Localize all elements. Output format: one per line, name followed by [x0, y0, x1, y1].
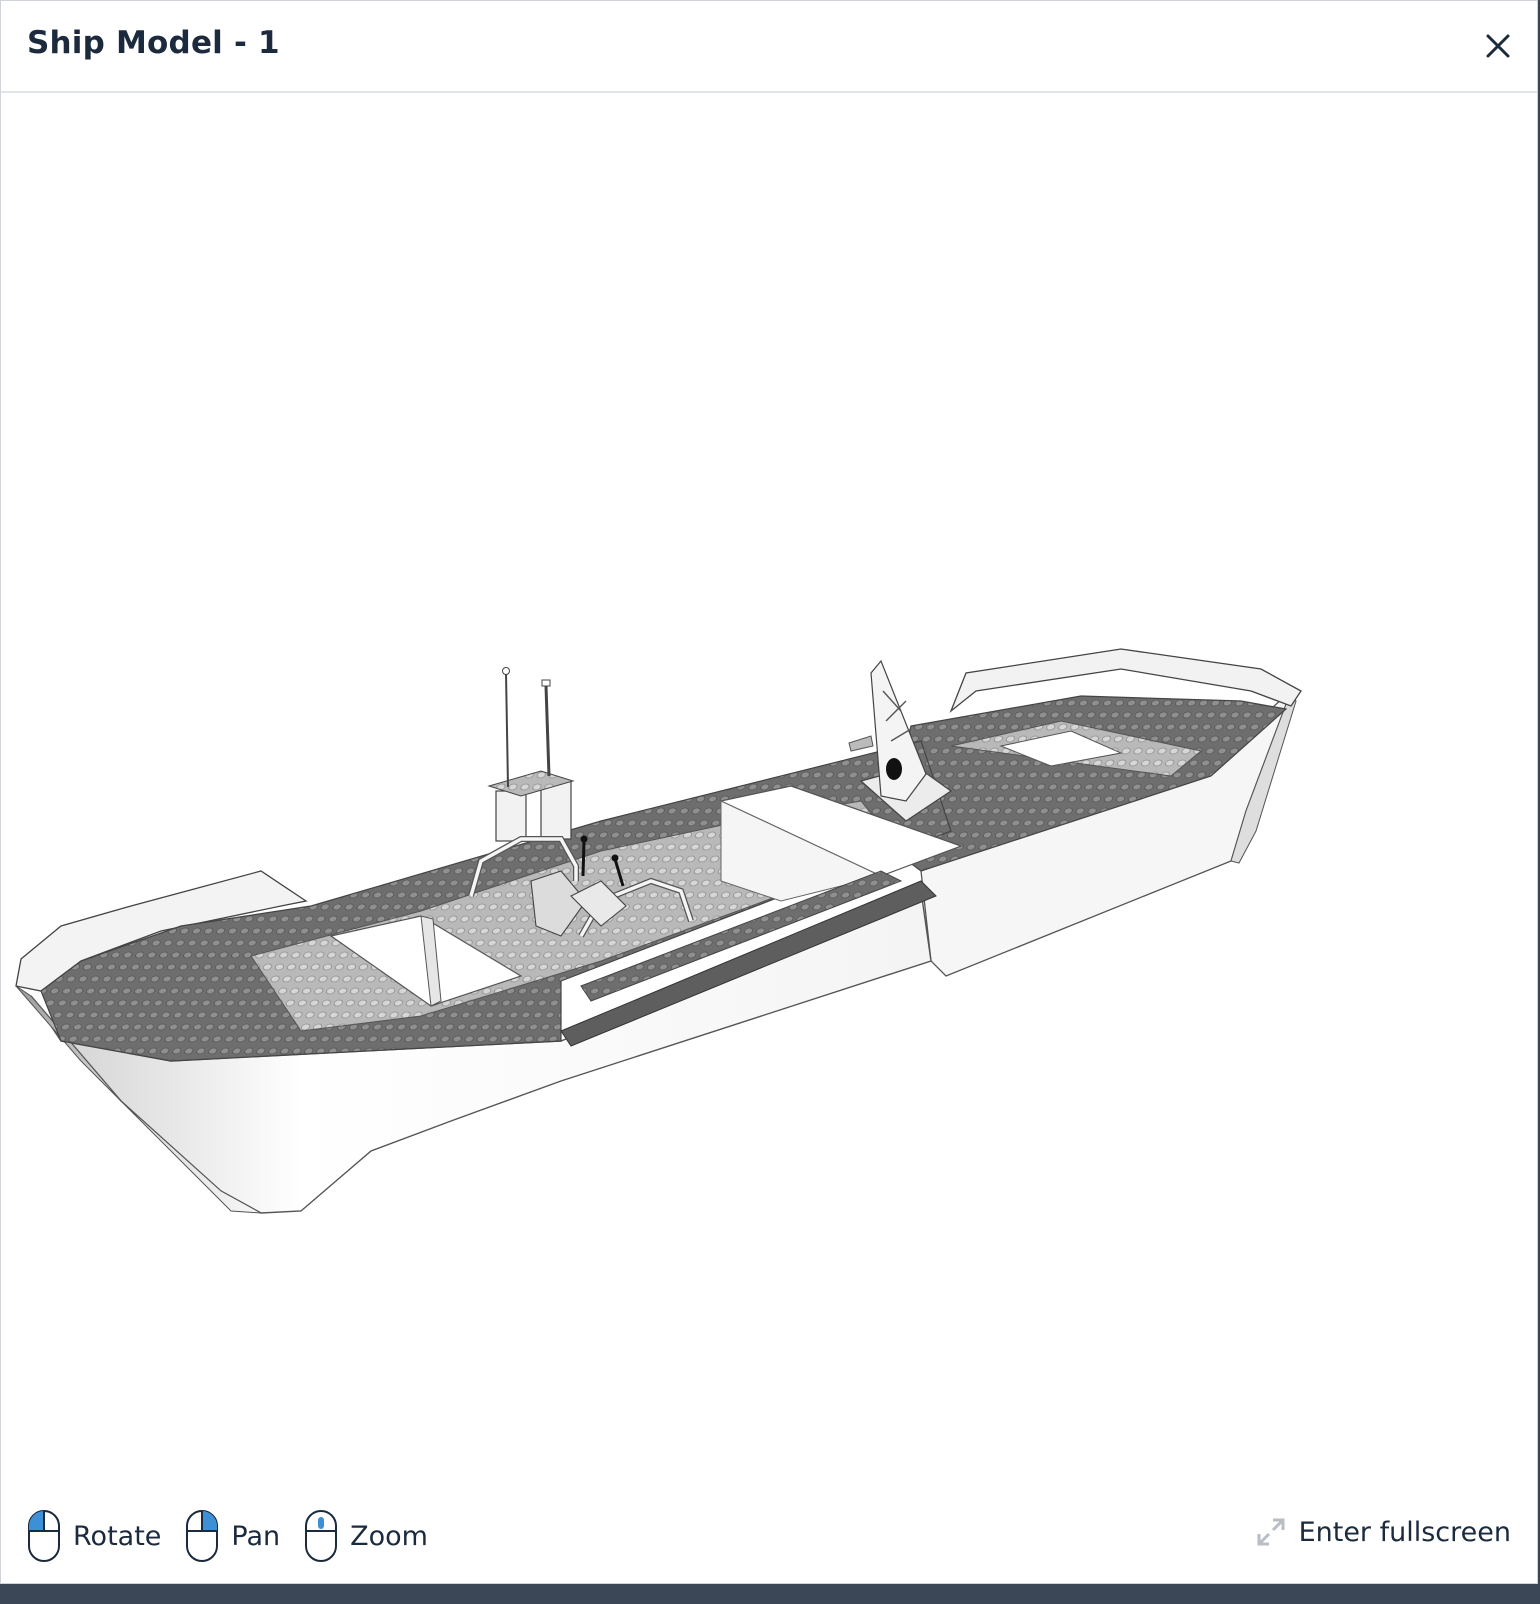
dialog-title: Ship Model - 1 — [27, 25, 280, 61]
zoom-label: Zoom — [350, 1520, 428, 1552]
rotate-label: Rotate — [73, 1520, 162, 1552]
viewer-controls-legend: Rotate Pan Zoom — [27, 1509, 452, 1563]
pan-label: Pan — [231, 1520, 281, 1552]
zoom-control: Zoom — [304, 1509, 428, 1563]
3d-model-viewer[interactable] — [1, 93, 1537, 1493]
mouse-scroll-wheel-icon — [305, 1510, 338, 1562]
expand-icon — [1257, 1518, 1285, 1546]
ship-model-render[interactable] — [1, 93, 1539, 1493]
enter-fullscreen-label: Enter fullscreen — [1298, 1516, 1511, 1548]
mouse-left-button-icon — [28, 1510, 60, 1562]
rotate-control: Rotate — [27, 1509, 161, 1563]
dialog-header: Ship Model - 1 — [1, 1, 1537, 93]
pan-control: Pan — [185, 1509, 280, 1563]
close-button[interactable] — [1479, 27, 1517, 65]
close-icon — [1486, 34, 1510, 58]
mouse-right-button-icon — [186, 1510, 219, 1562]
enter-fullscreen-button[interactable]: Enter fullscreen — [1255, 1516, 1511, 1548]
